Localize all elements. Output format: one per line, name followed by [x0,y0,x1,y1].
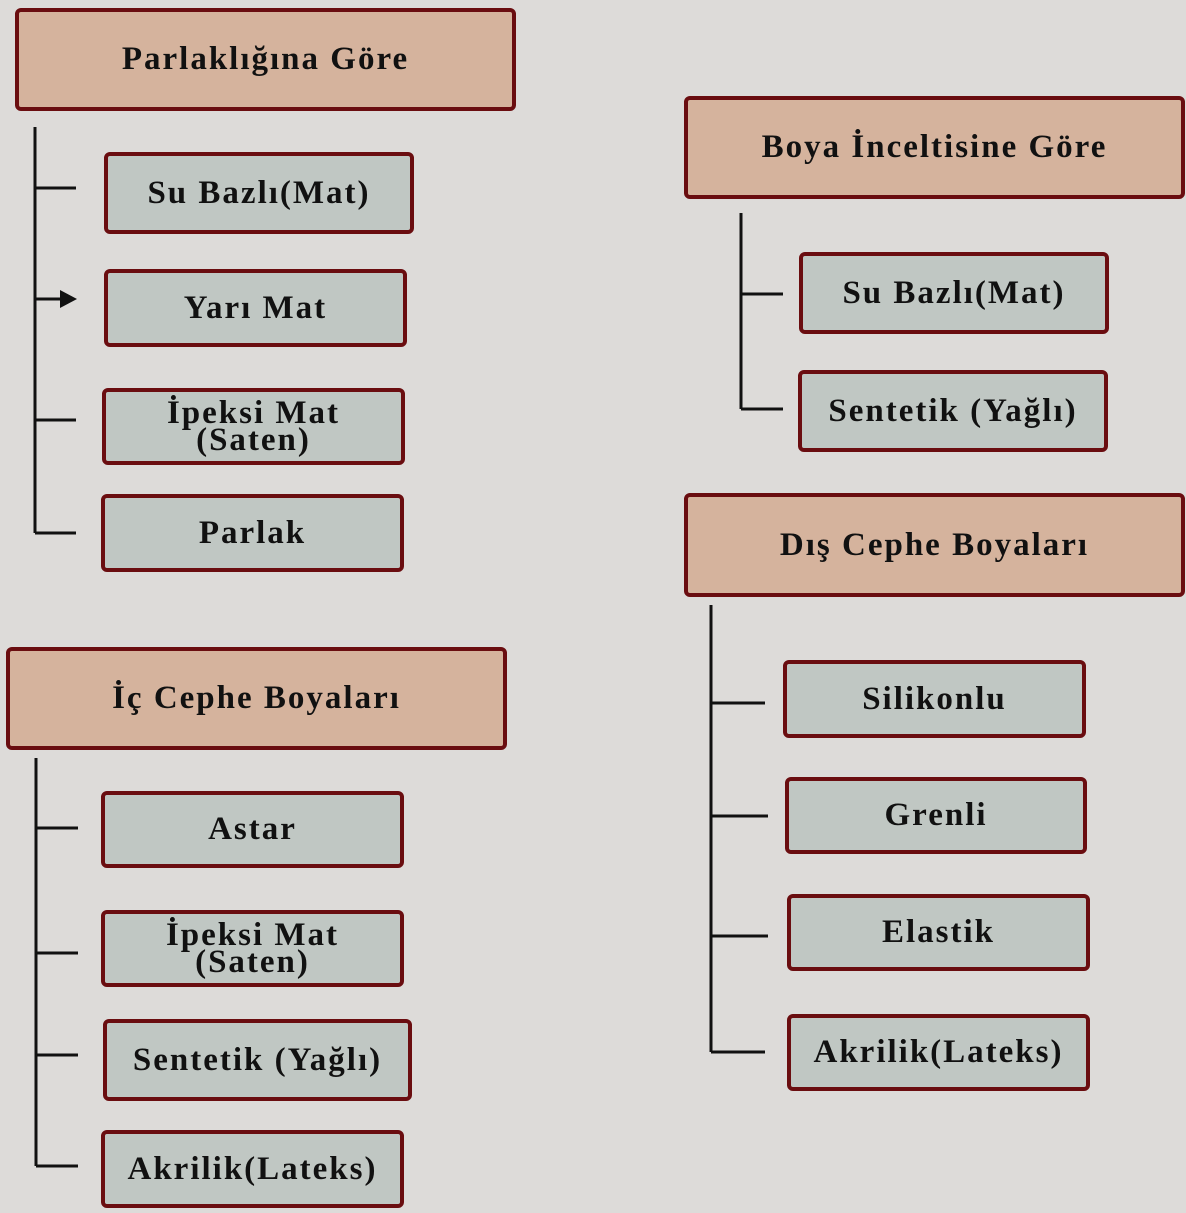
item-label-line1: İpeksi Mat [166,395,341,432]
item-label: Yarı Mat [183,289,328,326]
item-label: Su Bazlı(Mat) [147,174,371,211]
arrow-head-icon [60,290,77,308]
item-su-bazli-mat: Su Bazlı(Mat) [799,252,1109,334]
item-label: Akrilik(Lateks) [813,1034,1064,1071]
item-label: Sentetik (Yağlı) [828,392,1078,429]
item-silikonlu: Silikonlu [783,660,1086,738]
item-label: Astar [208,811,297,848]
item-label: Silikonlu [862,680,1007,717]
header-boya-inceltisine-gore: Boya İnceltisine Göre [684,96,1185,199]
item-sentetik-yagli: Sentetik (Yağlı) [798,370,1108,452]
item-elastik: Elastik [787,894,1090,971]
item-label: Akrilik(Lateks) [127,1150,378,1187]
item-akrilik-lateks: Akrilik(Lateks) [101,1130,404,1208]
item-grenli: Grenli [785,777,1087,854]
item-label: Su Bazlı(Mat) [842,274,1066,311]
item-label-line2: (Saten) [196,421,311,458]
item-astar: Astar [101,791,404,868]
item-label: Sentetik (Yağlı) [132,1041,383,1078]
item-label: Elastik [881,914,996,951]
header-label: Parlaklığına Göre [121,41,410,78]
item-su-bazli-mat: Su Bazlı(Mat) [104,152,414,234]
header-ic-cephe-boyalari: İç Cephe Boyaları [6,647,507,750]
item-label: Grenli [884,797,988,834]
item-label-line1: İpeksi Mat [165,917,340,954]
header-label: Boya İnceltisine Göre [761,129,1108,166]
item-yari-mat: Yarı Mat [104,269,407,347]
item-sentetik-yagli: Sentetik (Yağlı) [103,1019,412,1101]
item-parlak: Parlak [101,494,404,572]
header-label: İç Cephe Boyaları [112,680,401,717]
header-label: Dış Cephe Boyaları [779,526,1090,563]
item-label-line2: (Saten) [195,943,310,980]
item-akrilik-lateks: Akrilik(Lateks) [787,1014,1090,1091]
header-parlakligina-gore: Parlaklığına Göre [15,8,516,111]
item-ipeksi-mat-saten: İpeksi Mat(Saten) [102,388,405,465]
item-ipeksi-mat-saten: İpeksi Mat(Saten) [101,910,404,987]
header-dis-cephe-boyalari: Dış Cephe Boyaları [684,493,1185,597]
item-label: Parlak [198,514,307,551]
